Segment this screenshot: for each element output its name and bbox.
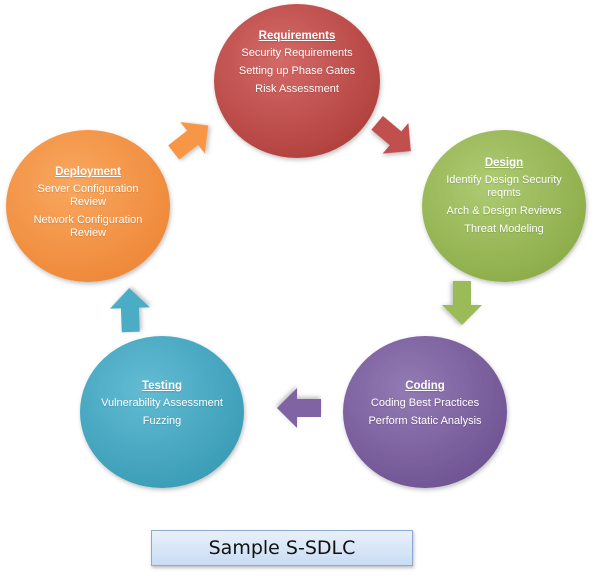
stage-deployment-circle [6, 130, 170, 282]
arrow-testing-to-deployment [109, 288, 150, 333]
stage-requirements-circle [214, 4, 380, 158]
cycle-graphic [6, 4, 586, 488]
stage-design-text: Design Identify Design Security reqmts A… [438, 157, 570, 241]
stage-item: Server Configuration Review [37, 183, 139, 208]
stage-title: Deployment [55, 166, 121, 178]
stage-item: Network Configuration Review [33, 214, 143, 239]
stage-item: Vulnerability Assessment [101, 397, 223, 409]
stage-testing-circle [80, 336, 244, 488]
caption-text: Sample S-SDLC [208, 537, 356, 559]
arrow-design-to-coding [442, 281, 482, 325]
stage-item: Arch & Design Reviews [446, 205, 562, 217]
stage-item: Security Requirements [241, 47, 353, 59]
stage-title: Testing [141, 380, 183, 392]
stage-title: Design [484, 157, 524, 169]
stage-requirements-text: Requirements Security Requirements Setti… [230, 30, 364, 101]
stage-coding-text: Coding Coding Best Practices Perform Sta… [358, 380, 492, 433]
caption-box: Sample S-SDLC [151, 530, 413, 566]
stage-item: Fuzzing [142, 415, 182, 427]
arrow-requirements-to-design [371, 115, 411, 154]
stage-item: Setting up Phase Gates [238, 65, 356, 77]
stage-deployment-text: Deployment Server Configuration Review N… [22, 166, 154, 245]
stage-design-circle [422, 130, 586, 282]
stage-title: Requirements [258, 30, 336, 42]
arrow-deployment-to-requirements [168, 122, 209, 160]
stage-item: Risk Assessment [255, 83, 339, 95]
stage-title: Coding [405, 380, 445, 392]
stage-coding-circle [343, 336, 507, 488]
stage-item: Threat Modeling [464, 223, 544, 235]
stage-item: Identify Design Security reqmts [446, 174, 562, 199]
stage-item: Coding Best Practices [370, 397, 480, 409]
arrow-coding-to-testing [277, 388, 321, 428]
stage-item: Perform Static Analysis [368, 415, 482, 427]
stage-testing-text: Testing Vulnerability Assessment Fuzzing [96, 380, 228, 433]
